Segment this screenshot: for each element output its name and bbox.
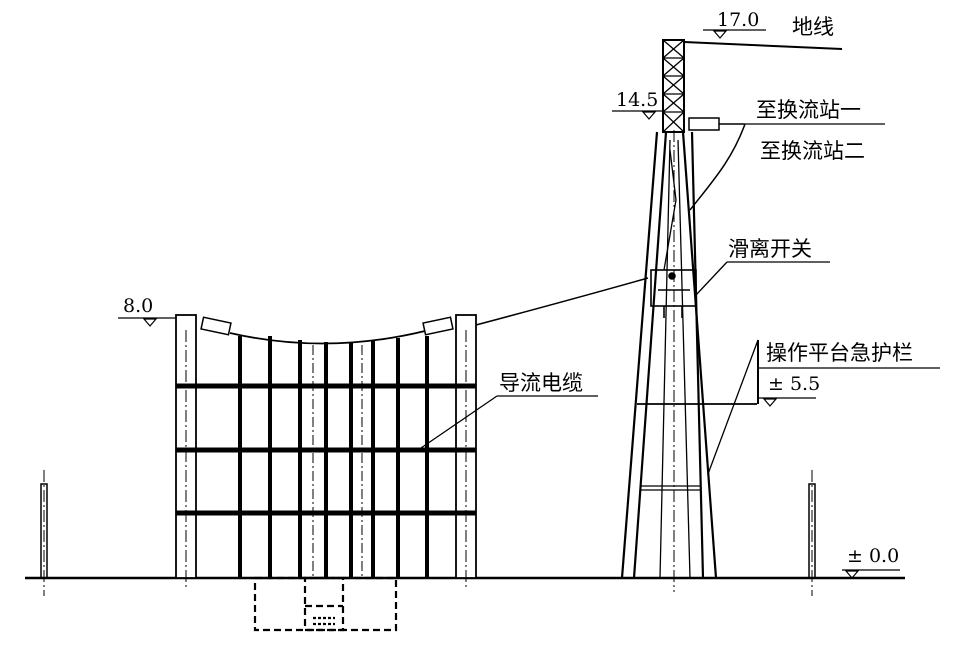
elevation-17-text: 17.0 xyxy=(717,9,759,31)
elevation-marker-8: 8.0 xyxy=(118,295,176,327)
elevation-marker-17: 17.0 xyxy=(703,9,766,39)
ground-wire-label: 地线 xyxy=(792,15,834,39)
tower xyxy=(620,39,757,592)
disconnector-leader xyxy=(695,261,830,296)
elevation-marker-14-5: 14.5 xyxy=(612,89,664,120)
cable-leader xyxy=(420,395,598,449)
elevation-14-5-text: 14.5 xyxy=(616,89,658,111)
gantry-insulators xyxy=(200,316,454,336)
railing-label: 操作平台急护栏 xyxy=(766,341,913,365)
to-station-1-label: 至换流站一 xyxy=(756,98,861,122)
crossarm-leads xyxy=(688,117,746,211)
elevation-marker-0: ± 0.0 xyxy=(842,545,900,579)
to-station-2-label: 至换流站二 xyxy=(760,139,865,163)
elevation-marker-5-5: ± 5.5 xyxy=(758,373,820,407)
railing-leader xyxy=(707,339,940,475)
diversion-cable-label: 导流电缆 xyxy=(499,371,583,395)
gantry-frame xyxy=(175,314,477,588)
elevation-0-text: ± 0.0 xyxy=(847,545,899,567)
foundation xyxy=(253,576,398,632)
ground-wire xyxy=(683,41,843,50)
left-post xyxy=(40,470,48,596)
elevation-5-5-text: ± 5.5 xyxy=(768,373,820,395)
disconnector-switch xyxy=(650,269,697,318)
elevation-8-text: 8.0 xyxy=(123,295,153,317)
disconnector-label: 滑离开关 xyxy=(728,237,812,261)
right-post xyxy=(808,470,816,596)
span-conductor xyxy=(475,277,649,326)
